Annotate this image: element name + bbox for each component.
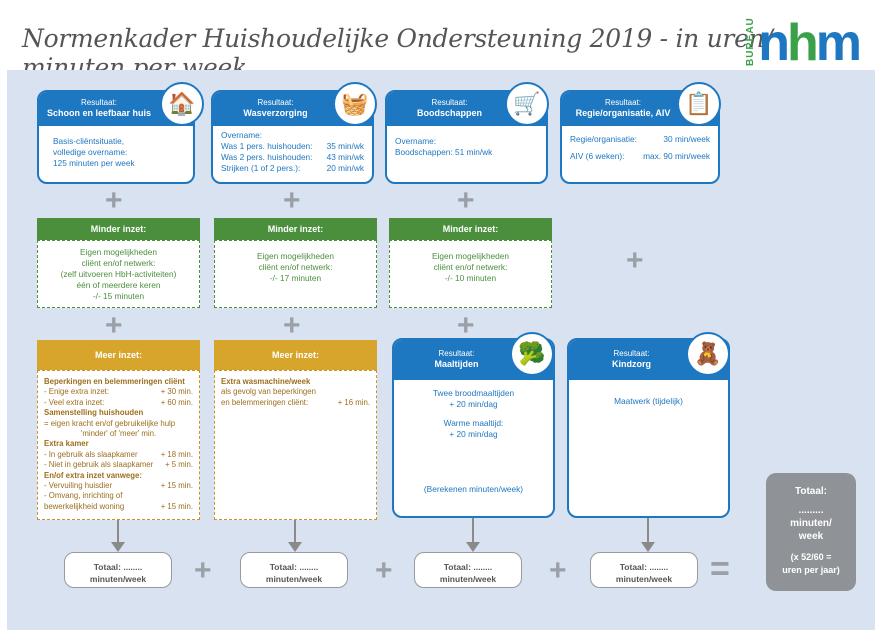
minder-inzet-header: Minder inzet: bbox=[214, 218, 377, 240]
minder-inzet-header: Minder inzet: bbox=[37, 218, 200, 240]
card-title: Kindzorg bbox=[612, 359, 651, 369]
meer-inzet-box: Beperkingen en belemmeringen cliënt - En… bbox=[37, 370, 200, 520]
broccoli-icon: 🥦 bbox=[510, 332, 554, 376]
arrow-head bbox=[641, 542, 655, 552]
total-box: Totaal: ........minuten/week bbox=[414, 552, 522, 588]
maaltijden-footer: (Berekenen minuten/week) bbox=[423, 484, 524, 494]
arrow-line bbox=[472, 518, 474, 544]
total-box: Totaal: ........minuten/week bbox=[240, 552, 348, 588]
total-box: Totaal: ........minuten/week bbox=[64, 552, 172, 588]
shopping-cart-icon: 🛒 bbox=[505, 82, 549, 126]
teddy-bear-icon: 🧸 bbox=[686, 332, 730, 376]
plus-sign: + bbox=[457, 184, 475, 217]
plus-sign: + bbox=[194, 554, 212, 587]
plus-sign: + bbox=[457, 309, 475, 342]
washing-machine-icon: 🧺 bbox=[333, 82, 377, 126]
minder-inzet-header: Minder inzet: bbox=[389, 218, 552, 240]
meer-inzet-box: Extra wasmachine/week als gevolg van bep… bbox=[214, 370, 377, 520]
arrow-line bbox=[117, 520, 119, 544]
card-title: Boodschappen bbox=[416, 108, 482, 118]
logo-bureau-text: BUREAU bbox=[745, 17, 757, 66]
meer-inzet-header: Meer inzet: bbox=[214, 340, 377, 370]
card-title: Maaltijden bbox=[434, 359, 479, 369]
page-title: Normenkader Huishoudelijke Ondersteuning… bbox=[22, 24, 773, 82]
plus-sign: + bbox=[626, 244, 644, 277]
equals-sign: = bbox=[710, 550, 730, 588]
house-cleaning-icon: 🏠 bbox=[160, 82, 204, 126]
meer-inzet-header: Meer inzet: bbox=[37, 340, 200, 370]
arrow-line bbox=[294, 520, 296, 544]
total-box: Totaal: ........minuten/week bbox=[590, 552, 698, 588]
arrow-head bbox=[111, 542, 125, 552]
logo-wordmark: nhm bbox=[758, 14, 862, 72]
card-title: Regie/organisatie, AIV bbox=[575, 108, 671, 118]
plus-sign: + bbox=[105, 184, 123, 217]
logo: BUREAU nhm bbox=[745, 14, 862, 72]
card-title: Schoon en leefbaar huis bbox=[46, 108, 152, 118]
card-title: Wasverzorging bbox=[243, 108, 308, 118]
planner-icon: 📋 bbox=[677, 82, 721, 126]
arrow-head bbox=[288, 542, 302, 552]
plus-sign: + bbox=[283, 184, 301, 217]
card-maaltijden: Resultaat:Maaltijden Twee broodmaaltijde… bbox=[392, 338, 555, 518]
plus-sign: + bbox=[549, 554, 567, 587]
arrow-head bbox=[466, 542, 480, 552]
grand-total-box: Totaal: ......... minuten/ week (x 52/60… bbox=[766, 473, 856, 591]
arrow-line bbox=[647, 518, 649, 544]
plus-sign: + bbox=[283, 309, 301, 342]
plus-sign: + bbox=[375, 554, 393, 587]
header: Normenkader Huishoudelijke Ondersteuning… bbox=[0, 0, 881, 82]
plus-sign: + bbox=[105, 309, 123, 342]
